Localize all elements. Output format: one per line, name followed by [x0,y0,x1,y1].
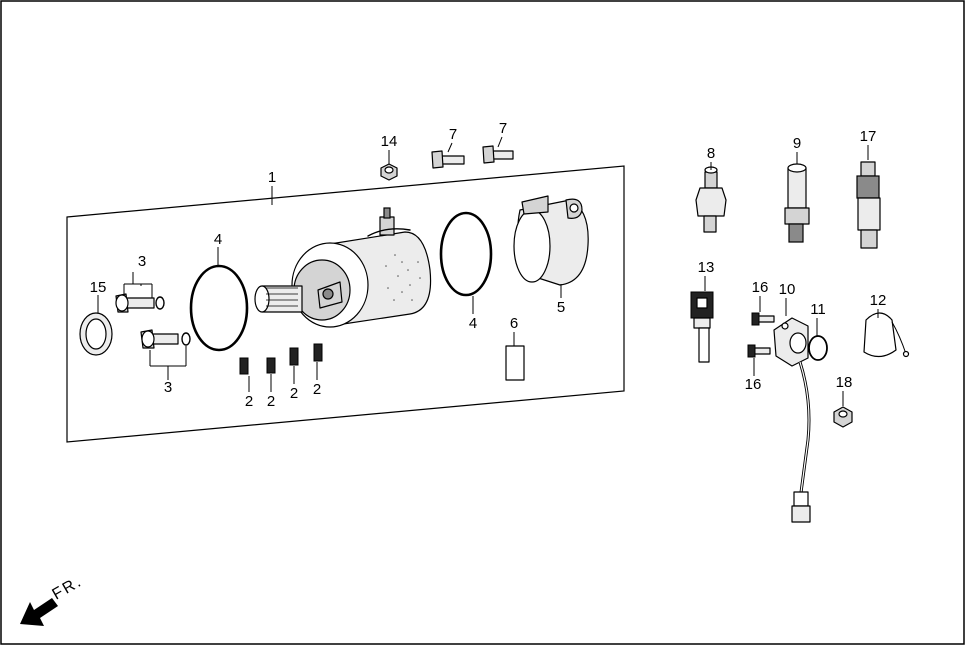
callout-8: 8 [707,145,715,162]
callout-12: 12 [870,292,887,309]
bolt-7-left [431,150,465,169]
callout-13: 13 [698,259,715,276]
screw-16-lower [747,344,771,358]
bolt-upper [115,293,165,313]
grease-pack [505,345,525,381]
callout-16-lower: 16 [745,376,762,393]
callout-9: 9 [793,135,801,152]
starter-motor [254,207,432,328]
sealing-washer [79,312,113,356]
o-ring-left [189,264,249,352]
callout-15: 15 [90,279,107,296]
leader-lines [97,136,879,406]
callout-2-a: 2 [245,393,253,410]
crank-sensor-assembly [773,317,811,523]
callout-labels: 1 4 4 5 6 14 7 7 8 9 17 13 10 11 12 18 1… [90,120,887,410]
temperature-sensor [784,163,810,243]
bolt-lower [140,329,191,349]
oxygen-sensor [856,161,881,249]
callout-5: 5 [557,299,565,316]
callout-1: 1 [268,169,276,186]
callout-18: 18 [836,374,853,391]
front-label: FR. [50,573,86,604]
brush-set [239,343,323,375]
speed-sensor [690,291,714,363]
callout-7-right: 7 [499,120,507,137]
callout-4-left: 4 [214,231,222,248]
callout-16-upper: 16 [752,279,769,296]
front-direction-indicator: FR. [20,573,86,626]
o-ring-right [439,211,493,297]
nut-14 [380,163,398,181]
callout-2-d: 2 [313,381,321,398]
screw-16-upper [751,312,775,326]
bolt-7-right [482,145,514,164]
front-arrow-icon [20,598,58,626]
callout-2-b: 2 [267,393,275,410]
end-cover [513,195,589,286]
callout-6: 6 [510,315,518,332]
callout-3-upper: 3 [138,253,146,270]
callout-7-left: 7 [449,126,457,143]
callout-4-right: 4 [469,315,477,332]
callout-17: 17 [860,128,877,145]
callout-3-lower: 3 [164,379,172,396]
nut-18 [833,406,853,428]
o-ring-11 [808,335,828,361]
assembly-panel [66,165,625,443]
callout-14: 14 [381,133,398,150]
pressure-switch [695,166,727,233]
rubber-cap [863,312,910,358]
callout-2-c: 2 [290,385,298,402]
callout-11: 11 [810,301,826,318]
callout-10: 10 [779,281,796,298]
